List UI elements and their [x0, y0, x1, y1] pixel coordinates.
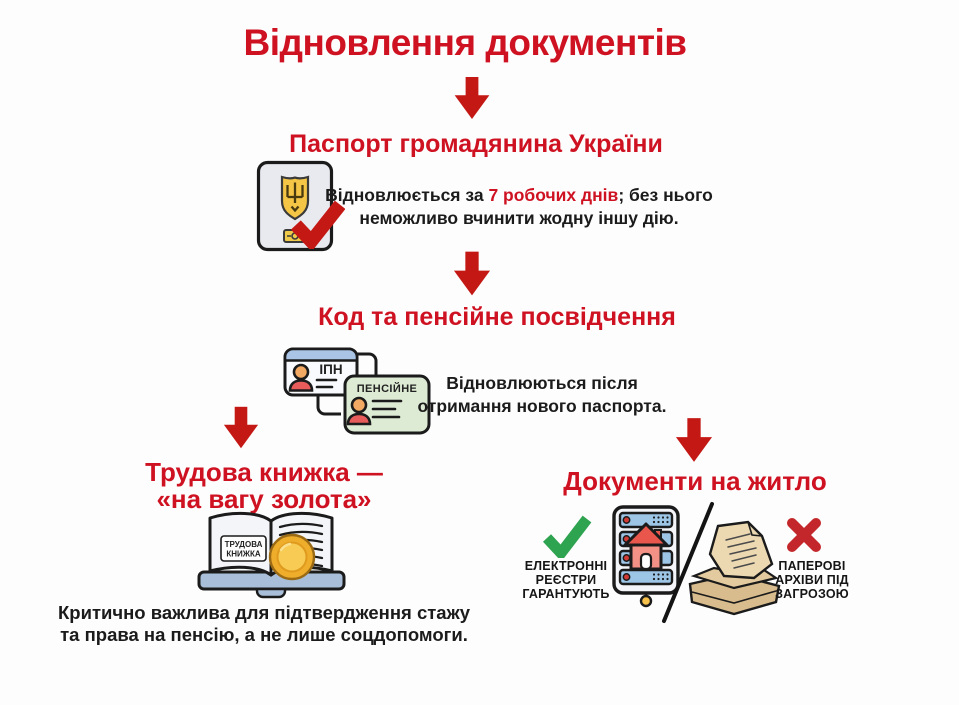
green-checkmark-icon — [542, 514, 592, 558]
paper-label-line2: АРХІВИ ПІД — [775, 573, 849, 587]
book-label-line1: ТРУДОВА — [225, 540, 263, 549]
down-arrow-icon — [675, 417, 713, 463]
paper-label-line3: ЗАГРОЗОЮ — [775, 587, 849, 601]
work-book-desc-line1: Критично важлива для підтвердження стажу — [57, 602, 471, 623]
id-cards-icon: ІПН ПЕНСІЙНЕ — [283, 347, 431, 435]
code-pension-desc: Відновлюються після отримання нового пас… — [418, 372, 667, 418]
electronic-label-line1: ЕЛЕКТРОННІ — [524, 559, 608, 573]
work-book-desc-line2: та права на пенсію, а не лише соцдопомог… — [60, 624, 468, 645]
trident-emblem — [286, 182, 304, 213]
passport-desc-line2: неможливо вчинити жодну іншу дію. — [359, 208, 679, 228]
work-book-heading-line2: «на вагу золота» — [156, 484, 372, 514]
paper-label-line1: ПАПЕРОВІ — [778, 559, 846, 573]
work-book-heading: Трудова книжка — «на вагу золота» — [145, 459, 383, 513]
open-book-with-coin-icon: ТРУДОВА КНИЖКА — [187, 509, 355, 601]
passport-desc-pre: Відновлюється за — [325, 185, 489, 205]
registry-server-icon — [611, 504, 681, 608]
ipn-card-label: ІПН — [319, 362, 342, 377]
down-arrow-icon — [453, 77, 491, 119]
red-cross-icon — [786, 518, 822, 552]
code-pension-desc-line1: Відновлюються після — [446, 373, 638, 393]
passport-desc-line1: Відновлюється за 7 робочих днів; без ньо… — [325, 184, 713, 207]
work-book-desc: Критично важлива для підтвердження стажу… — [58, 602, 470, 646]
paper-archives-label: ПАПЕРОВІ АРХІВИ ПІД ЗАГРОЗОЮ — [775, 559, 849, 601]
page-title: Відновлення документів — [243, 22, 688, 63]
passport-desc-highlight: 7 робочих днів — [488, 185, 619, 205]
down-arrow-icon — [453, 251, 491, 296]
book-label-line2: КНИЖКА — [226, 550, 261, 559]
code-pension-desc-line2: отримання нового паспорта. — [417, 396, 667, 416]
electronic-label-line3: ГАРАНТУЮТЬ — [522, 587, 610, 601]
down-arrow-icon — [223, 404, 259, 451]
electronic-registries-label: ЕЛЕКТРОННІ РЕЄСТРИ ГАРАНТУЮТЬ — [522, 559, 609, 601]
card-swap-brackets — [316, 352, 378, 416]
housing-heading: Документи на житло — [563, 466, 827, 496]
passport-desc-post: ; без нього — [618, 185, 713, 205]
red-checkmark-icon — [291, 199, 345, 249]
divider-slash-icon — [655, 498, 721, 628]
passport-section-desc: Відновлюється за 7 робочих днів; без ньо… — [325, 184, 713, 230]
code-pension-heading: Код та пенсійне посвідчення — [318, 303, 676, 331]
work-book-heading-line1: Трудова книжка — — [145, 457, 383, 487]
pension-card-label: ПЕНСІЙНЕ — [357, 382, 418, 395]
passport-section-heading: Паспорт громадянина України — [289, 130, 663, 158]
electronic-label-line2: РЕЄСТРИ — [535, 573, 597, 587]
gold-coin-icon — [268, 533, 316, 581]
house-icon — [623, 522, 669, 571]
paper-stack-icon — [684, 520, 784, 618]
